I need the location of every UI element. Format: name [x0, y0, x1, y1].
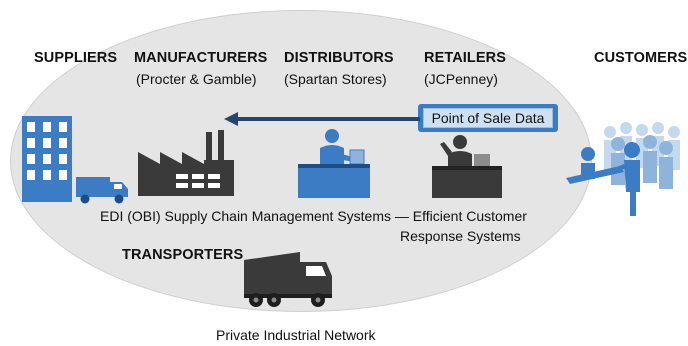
point-of-sale-label: Point of Sale Data	[423, 108, 553, 128]
distributors-example: (Spartan Stores)	[284, 71, 387, 87]
factory-icon	[138, 130, 234, 196]
systems-label-line1: EDI (OBI) Supply Chain Management System…	[100, 208, 527, 224]
distributor-desk-icon	[298, 129, 370, 198]
suppliers-header: SUPPLIERS	[34, 50, 118, 66]
point-of-sale-box: Point of Sale Data	[418, 104, 558, 132]
systems-label-line2: Response Systems	[400, 228, 521, 244]
manufacturers-example: (Procter & Gamble)	[136, 71, 257, 87]
transporters-header: TRANSPORTERS	[122, 247, 244, 263]
retailer-desk-icon	[432, 135, 502, 198]
office-building-icon	[22, 116, 72, 202]
network-label: Private Industrial Network	[216, 327, 376, 343]
data-flow-arrow	[224, 112, 420, 126]
retailers-example: (JCPenney)	[424, 71, 498, 87]
customers-group-icon	[566, 122, 680, 216]
distributors-header: DISTRIBUTORS	[284, 50, 394, 66]
private-network-ellipse	[10, 10, 592, 312]
retailers-header: RETAILERS	[424, 50, 506, 66]
customers-header: CUSTOMERS	[594, 50, 688, 66]
delivery-truck-icon	[76, 177, 128, 204]
manufacturers-header: MANUFACTURERS	[134, 50, 268, 66]
semi-truck-icon	[244, 252, 332, 307]
